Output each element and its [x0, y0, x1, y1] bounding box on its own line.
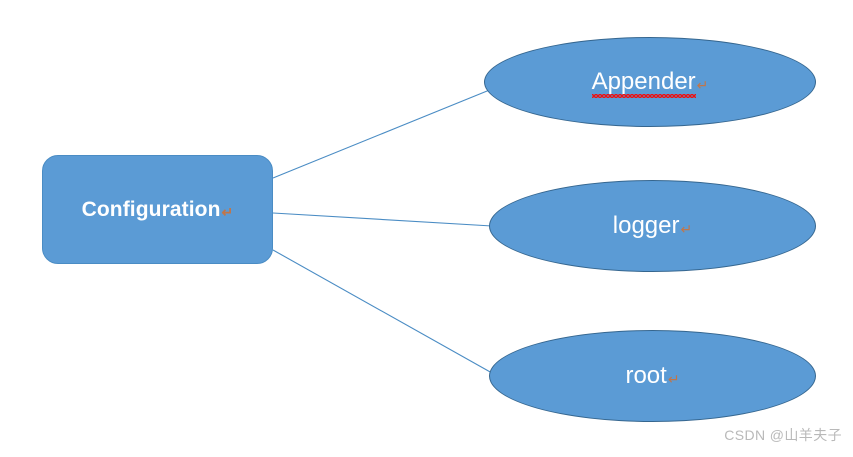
- node-logger-label: logger↵: [613, 212, 692, 240]
- node-configuration[interactable]: Configuration↵: [42, 155, 273, 264]
- node-appender[interactable]: Appender↵: [484, 37, 816, 127]
- paragraph-mark-icon: ↵: [680, 221, 693, 237]
- node-configuration-text: Configuration: [81, 197, 221, 221]
- node-root-label: root↵: [625, 362, 679, 390]
- connector-configuration-appender: [272, 88, 493, 179]
- paragraph-mark-icon: ↵: [221, 203, 234, 220]
- node-logger-text: logger: [612, 212, 680, 239]
- node-configuration-label: Configuration↵: [82, 198, 234, 222]
- connector-configuration-root: [272, 249, 493, 374]
- paragraph-mark-icon: ↵: [667, 371, 680, 387]
- paragraph-mark-icon: ↵: [696, 77, 709, 93]
- connector-configuration-logger: [272, 212, 493, 227]
- watermark: CSDN @山羊夫子: [724, 427, 842, 443]
- node-appender-label: Appender↵: [592, 68, 709, 96]
- node-appender-text: Appender: [591, 68, 696, 95]
- node-root-text: root: [625, 362, 667, 389]
- node-root[interactable]: root↵: [489, 330, 816, 422]
- node-logger[interactable]: logger↵: [489, 180, 816, 272]
